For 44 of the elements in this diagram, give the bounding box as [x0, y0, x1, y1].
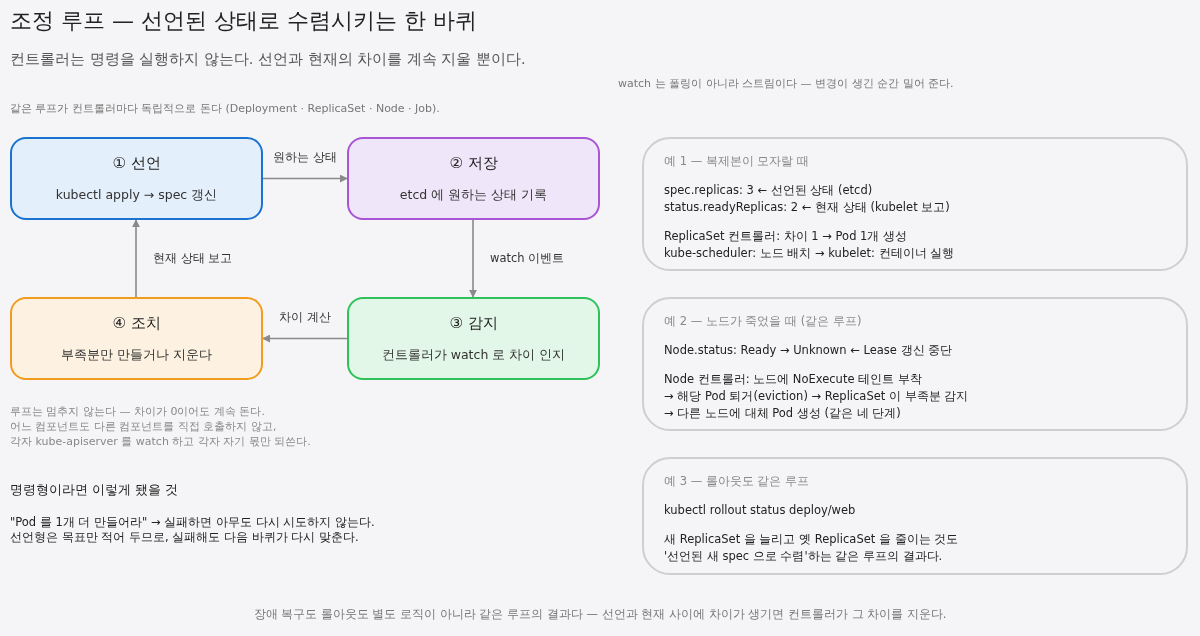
card-text: ReplicaSet 컨트롤러: 차이 1 → Pod 1개 생성 [664, 228, 909, 245]
step-title: ④ 조치 [112, 313, 161, 333]
section-heading: 명령형이라면 이렇게 됐을 것 [10, 482, 178, 499]
process-box [10, 297, 263, 380]
step-description: kubectl apply → spec 갱신 [55, 186, 218, 204]
example-card [642, 297, 1188, 431]
card-heading: 예 3 — 롤아웃도 같은 루프 [664, 473, 811, 490]
arrow [469, 219, 477, 298]
step-description: 컨트롤러가 watch 로 차이 인지 [381, 346, 566, 364]
subtitle: 컨트롤러는 명령을 실행하지 않는다. 선언과 현재의 차이를 계속 지울 뿐이다. [10, 50, 526, 69]
step-description: etcd 에 원하는 상태 기록 [399, 186, 548, 204]
card-heading: 예 1 — 복제본이 모자랄 때 [664, 153, 811, 170]
note: watch 는 폴링이 아니라 스트림이다 — 변경이 생긴 순간 밀어 준다. [618, 76, 954, 91]
card-text: kubectl rollout status deploy/web [664, 502, 857, 519]
note: 어느 컴포넌트도 다른 컴포넌트를 직접 호출하지 않고, [10, 419, 277, 434]
step-title: ② 저장 [449, 153, 498, 173]
card-text: → 다른 노드에 대체 Pod 생성 (같은 네 단계) [664, 405, 902, 422]
note: 같은 루프가 컨트롤러마다 독립적으로 돈다 (Deployment · ReplicaSet · Node · Job). [10, 101, 440, 116]
step-description: 부족분만 만들거나 지운다 [61, 346, 212, 364]
note: "Pod 를 1개 더 만들어라" → 실패하면 아무도 다시 시도하지 않는다. [10, 515, 375, 530]
arrow [262, 174, 348, 183]
example-card [642, 457, 1188, 575]
process-box [10, 137, 263, 220]
card-text: Node 컨트롤러: 노드에 NoExecute 테인트 부착 [664, 371, 923, 388]
step-title: ③ 감지 [449, 313, 498, 333]
arrow [132, 219, 140, 298]
card-text: '선언된 새 spec 으로 수렴'하는 같은 루프의 결과다. [664, 548, 944, 565]
arrow [262, 334, 348, 343]
title: 조정 루프 — 선언된 상태로 수렴시키는 한 바퀴 [10, 7, 477, 35]
caption: 장애 복구도 롤아웃도 별도 로직이 아니라 같은 루프의 결과다 — 선언과 현재 사이에 차이가 생기면 컨트롤러가 그 차이를 지운다. [252, 607, 948, 622]
process-box [347, 137, 600, 220]
card-text: Node.status: Ready → Unknown ← Lease 갱신 중단 [664, 342, 954, 359]
process-box [347, 297, 600, 380]
note: 선언형은 목표만 적어 두므로, 실패해도 다음 바퀴가 다시 맞춘다. [10, 530, 359, 545]
card-text: kube-scheduler: 노드 배치 → kubelet: 컨테이너 실행 [664, 245, 956, 262]
step-title: ① 선언 [112, 153, 161, 173]
card-heading: 예 2 — 노드가 죽었을 때 (같은 루프) [664, 313, 863, 330]
note: 각자 kube-apiserver 를 watch 하고 각자 자기 몫만 되쓴다. [10, 434, 311, 449]
card-text: → 해당 Pod 퇴거(eviction) → ReplicaSet 이 부족분 감지 [664, 388, 970, 405]
note: 루프는 멈추지 않는다 — 차이가 0이어도 계속 돈다. [10, 404, 265, 419]
card-text: status.readyReplicas: 2 ← 현재 상태 (kubelet 보고) [664, 199, 951, 216]
example-card [642, 137, 1188, 271]
card-text: 새 ReplicaSet 을 늘리고 옛 ReplicaSet 을 줄이는 것도 [664, 531, 960, 548]
card-text: spec.replicas: 3 ← 선언된 상태 (etcd) [664, 182, 874, 199]
